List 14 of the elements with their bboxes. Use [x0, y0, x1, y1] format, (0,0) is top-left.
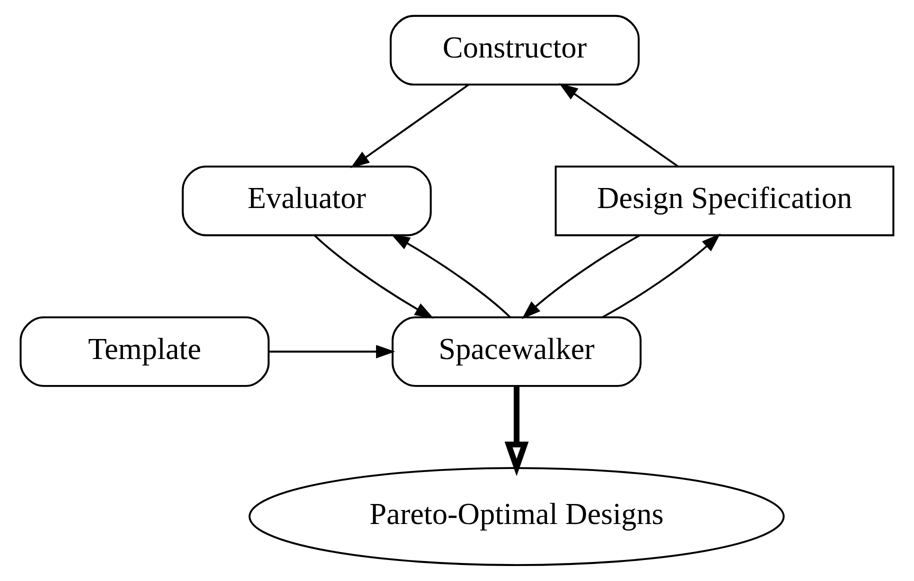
- node-box: Spacewalker: [392, 316, 642, 387]
- arrow: [522, 234, 640, 320]
- node-box: Constructor: [390, 14, 640, 86]
- arrow: [268, 344, 396, 358]
- arrow: [558, 83, 679, 168]
- node-box: Design Specification: [554, 166, 894, 236]
- arrow: [504, 386, 529, 476]
- arrow: [314, 234, 434, 319]
- arrow: [390, 234, 511, 318]
- node-ellipse: Pareto-Optimal Designs: [248, 467, 785, 566]
- arrow: [350, 84, 470, 168]
- arrow: [602, 233, 721, 318]
- node-box: Evaluator: [182, 166, 432, 236]
- node-box: Template: [20, 316, 270, 387]
